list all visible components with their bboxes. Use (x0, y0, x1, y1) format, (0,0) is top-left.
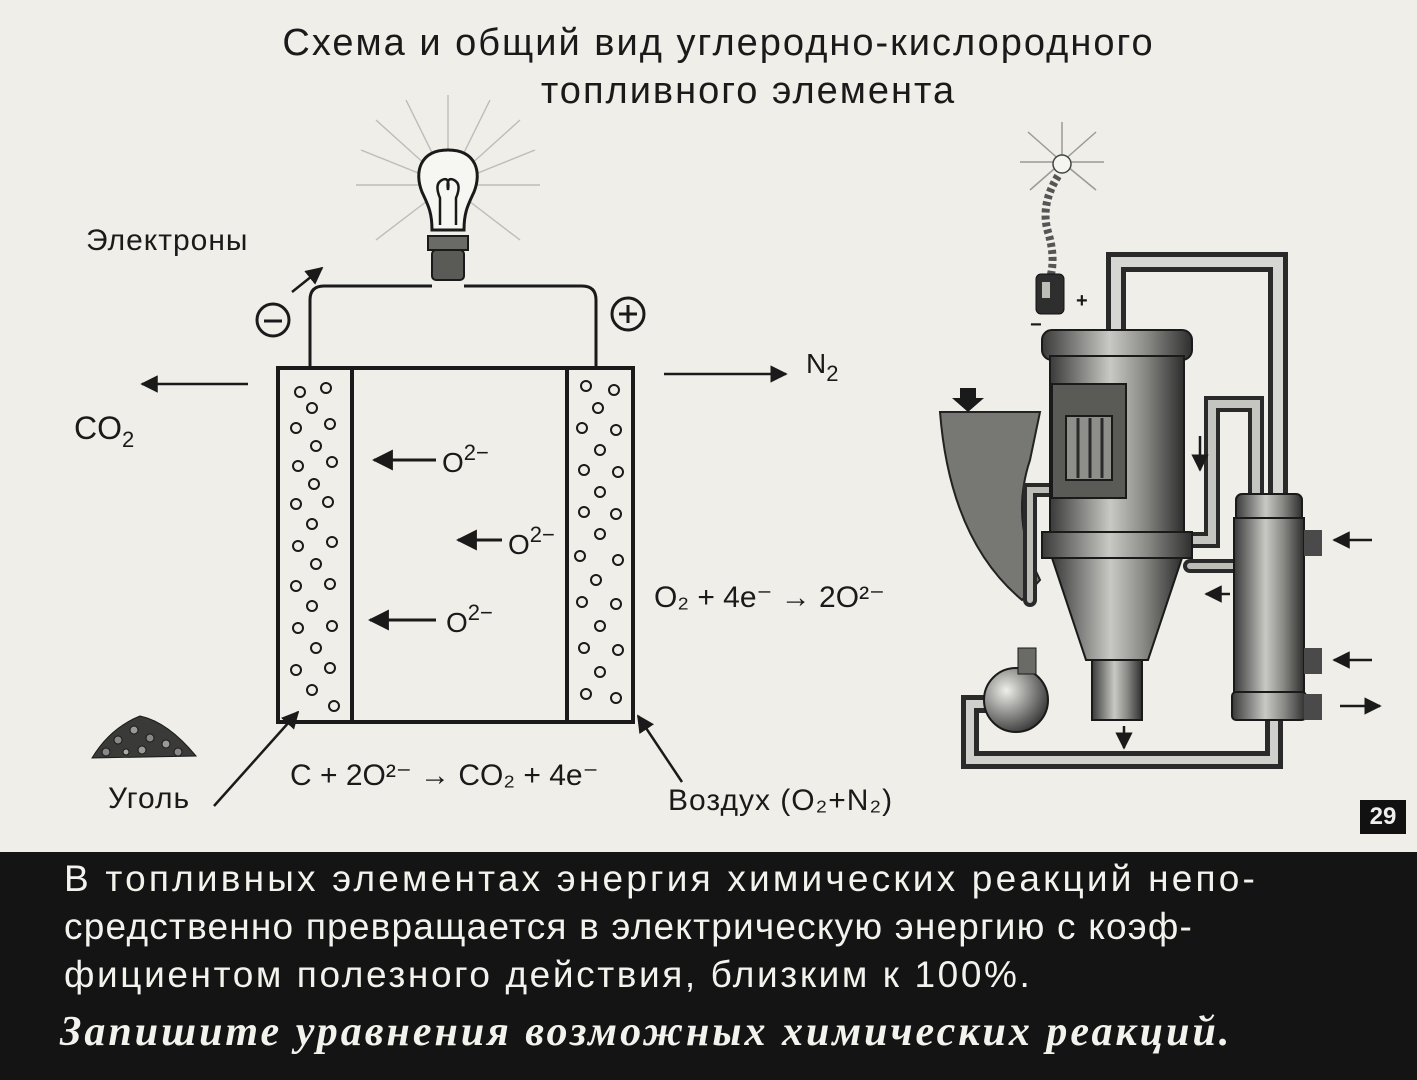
spark-icon (1020, 122, 1104, 191)
cathode-reaction: O₂ + 4e⁻ → 2O²⁻ (654, 581, 885, 614)
electrons-label: Электроны (86, 224, 249, 257)
caption-line-1: В топливных элементах энергия химических… (64, 858, 1259, 899)
fuel-cell-diagram (91, 95, 1382, 807)
hopper-arrow-icon (952, 388, 984, 412)
device-cable (1041, 173, 1062, 280)
task-instruction: Запишите уравнения возможных химических … (60, 1009, 1233, 1055)
flow-arrows (1115, 436, 1382, 750)
device-pipes (961, 252, 1288, 769)
reactor-vessel (1041, 329, 1193, 721)
caption-line-3: фициентом полезного действия, близким к … (64, 954, 1033, 995)
air-electrode-pores (574, 380, 624, 704)
coal-label: Уголь (108, 782, 191, 815)
light-bulb-icon (417, 148, 479, 281)
caption-line-2: средственно превращается в электрическую… (64, 906, 1194, 947)
device-plus-label: + (1076, 290, 1088, 312)
positive-terminal-icon (610, 296, 646, 332)
oxide-ion-label-2: O2− (508, 522, 555, 560)
device-minus-label: − (1030, 314, 1042, 336)
co2-label: CO2 (74, 410, 135, 452)
electron-arrow (291, 266, 324, 293)
title-line-1: Схема и общий вид углеродно-кислородного (282, 22, 1155, 64)
negative-terminal-icon (255, 302, 291, 338)
heat-exchanger (1231, 493, 1322, 721)
title-line-2: топливного элемента (540, 70, 957, 112)
n2-label: N2 (806, 348, 839, 386)
oxide-ion-label-1: O2− (442, 440, 489, 478)
coal-pile-icon (91, 715, 198, 759)
coal-electrode-pores (290, 382, 340, 712)
anode-reaction: C + 2O²⁻ → CO₂ + 4e⁻ (290, 759, 599, 792)
air-label: Воздух (O₂+N₂) (668, 784, 894, 817)
air-pointer (636, 714, 684, 783)
caption-panel (0, 852, 1417, 1080)
device-bulb-tank (983, 667, 1049, 733)
fuel-cell-body (276, 366, 635, 724)
circuit-wire (308, 284, 598, 368)
oxide-ion-label-3: O2− (446, 600, 493, 638)
page-number: 29 (1360, 800, 1406, 834)
coal-pointer (213, 710, 300, 807)
ion-arrows (367, 449, 502, 631)
